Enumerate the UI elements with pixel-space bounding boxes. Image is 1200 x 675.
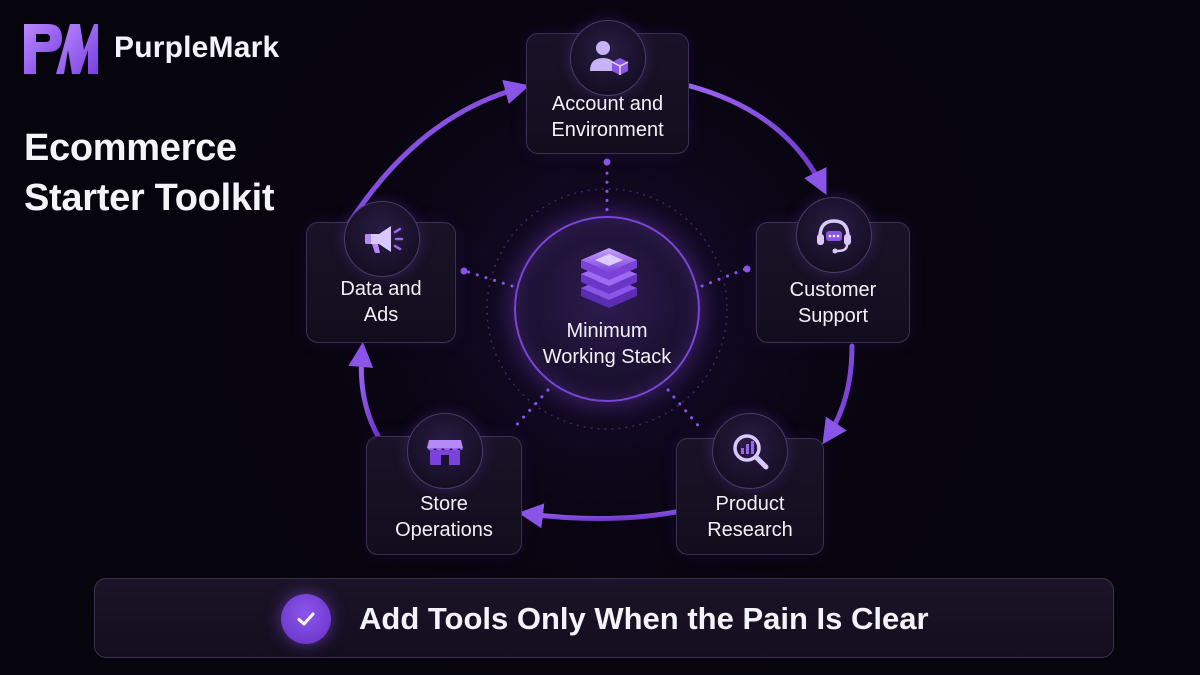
magnifier-chart-icon <box>733 434 769 470</box>
node-label-account: Account and Environment <box>551 93 664 141</box>
hub-orbit-ring <box>486 188 728 430</box>
node-product-research: Product Research <box>676 413 824 555</box>
stack-layers-icon <box>581 248 637 308</box>
node-label-data: Data and Ads <box>340 278 422 326</box>
brand-name: PurpleMark <box>114 31 280 64</box>
user-box-icon <box>590 41 629 75</box>
node-label-store: Store Operations <box>395 493 493 541</box>
icon-badge-data <box>344 201 420 277</box>
icon-badge-research <box>712 413 788 489</box>
arc-store-to-data <box>348 342 381 439</box>
icon-badge-store <box>407 413 483 489</box>
node-store-operations: Store Operations <box>366 413 522 555</box>
bottom-banner: Add Tools Only When the Pain Is Clear <box>94 578 1114 658</box>
brand: PurpleMark <box>22 20 279 76</box>
title-line-2: Starter Toolkit <box>24 177 275 219</box>
node-data-ads: Data and Ads <box>306 201 456 343</box>
page-title: Ecommerce Starter Toolkit <box>24 123 324 223</box>
storefront-icon <box>427 440 463 465</box>
icon-badge-account <box>570 20 646 96</box>
check-icon <box>297 612 315 626</box>
center-hub-minimum-working-stack: Minimum Working Stack <box>514 216 700 402</box>
arc-account-to-support <box>687 83 827 195</box>
spoke-account-endpoint <box>603 158 611 166</box>
arc-support-to-research <box>822 343 855 445</box>
megaphone-icon <box>365 226 404 253</box>
arc-data-to-account <box>347 79 530 225</box>
node-label-research: Product Research <box>707 493 793 541</box>
spoke-data <box>460 268 514 288</box>
spoke-research <box>666 388 704 432</box>
node-label-support: Customer Support <box>789 279 877 327</box>
title-line-1: Ecommerce <box>24 127 237 169</box>
banner-text: Add Tools Only When the Pain Is Clear <box>359 601 929 636</box>
icon-badge-support <box>796 197 872 273</box>
arc-research-to-store <box>518 503 679 529</box>
check-badge <box>281 594 331 644</box>
spoke-support-endpoint <box>743 265 751 273</box>
pm-logo-icon <box>24 24 98 74</box>
spoke-data-endpoint <box>460 267 468 275</box>
headset-icon <box>817 219 851 254</box>
node-customer-support: Customer Support <box>756 197 910 343</box>
node-account-environment: Account and Environment <box>526 20 689 154</box>
spoke-store <box>510 388 550 432</box>
spoke-support <box>700 266 750 288</box>
center-hub-label: Minimum Working Stack <box>542 320 672 368</box>
